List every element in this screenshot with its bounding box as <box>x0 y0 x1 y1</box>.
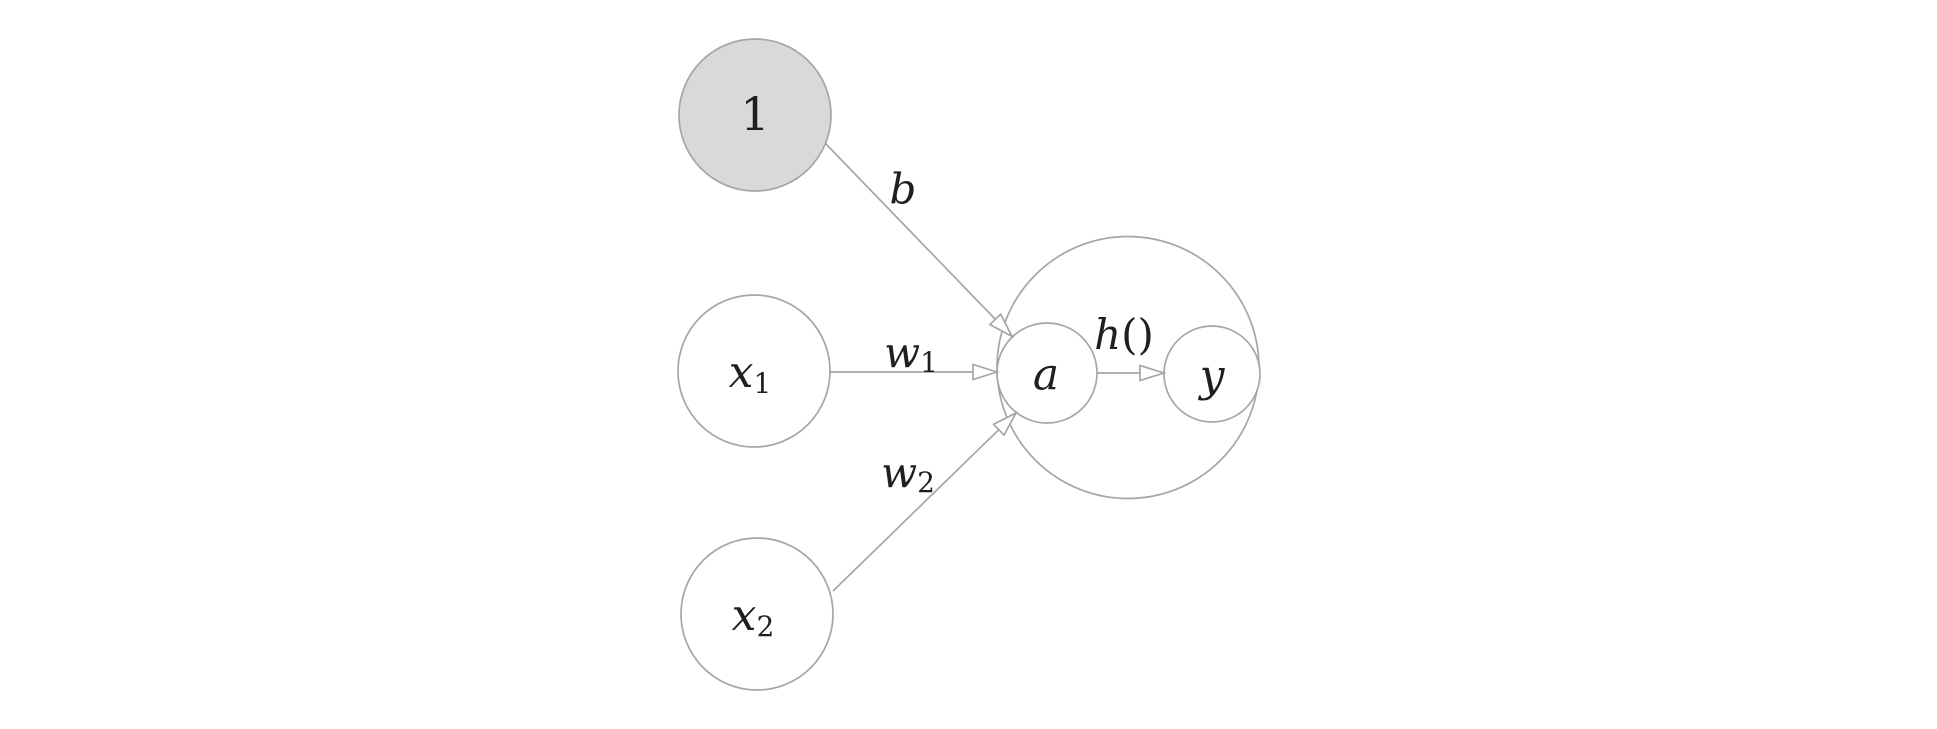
diagram-labels: 1 x1 x2 a y b w1 w2 h() <box>729 87 1226 643</box>
edge-x2-to-sum-arrowhead <box>992 411 1019 437</box>
node-x1-label: x1 <box>729 347 772 400</box>
node-output-label: y <box>1198 351 1226 402</box>
edge-w1-label: w1 <box>884 328 938 379</box>
edge-x1-to-sum-arrowhead <box>972 363 1000 381</box>
edge-w2-label: w2 <box>881 448 935 499</box>
node-x2-circle <box>680 537 834 691</box>
node-sum-label: a <box>1033 350 1059 401</box>
edge-bias-weight-label: b <box>890 165 917 214</box>
edge-activation-label: h() <box>1094 310 1154 359</box>
node-bias-circle <box>678 38 832 192</box>
node-x1-circle <box>677 294 831 448</box>
edge-sum-to-output-arrowhead <box>1139 364 1167 382</box>
node-bias-label: 1 <box>740 87 769 141</box>
edge-bias-to-sum-arrowhead <box>988 312 1014 339</box>
edge-bias-to-sum-line <box>824 142 998 322</box>
node-x2-label: x2 <box>732 590 775 643</box>
node-output-circle <box>1163 325 1261 423</box>
edge-x2-to-sum-line <box>832 428 1001 592</box>
diagram-shapes <box>677 38 1261 691</box>
